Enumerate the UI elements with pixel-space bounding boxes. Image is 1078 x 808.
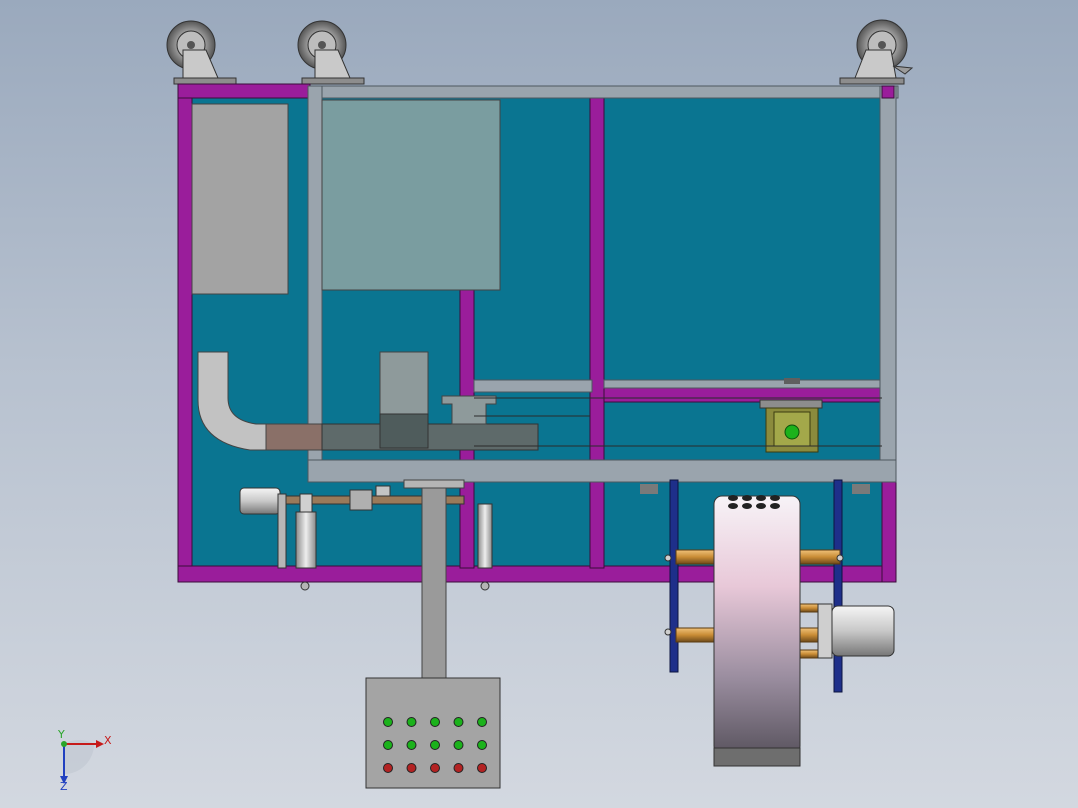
control-panel bbox=[365, 677, 501, 789]
axis-x-label: X bbox=[104, 734, 112, 747]
inner-frame bbox=[307, 85, 899, 483]
filter-housing bbox=[321, 99, 501, 291]
indicator-lamp bbox=[430, 717, 440, 727]
blower-wheel bbox=[713, 495, 801, 755]
indicator-lamp bbox=[430, 763, 440, 773]
blower-assembly bbox=[640, 479, 895, 767]
indicator-lamp bbox=[453, 740, 464, 750]
indicator-lamp bbox=[406, 763, 417, 773]
caster-wheel-middle bbox=[297, 20, 365, 85]
indicator-lamp bbox=[453, 763, 464, 773]
coordinate-axis-triad-icon: X Y Z bbox=[57, 728, 112, 793]
blower-motor bbox=[831, 605, 895, 657]
gear-motor-bracket bbox=[759, 378, 823, 453]
control-panel-pole bbox=[421, 485, 447, 681]
indicator-lamp bbox=[453, 717, 464, 727]
shaft-assembly bbox=[239, 485, 493, 591]
caster-wheel-right bbox=[839, 19, 914, 85]
indicator-lamp bbox=[406, 740, 417, 750]
axis-z-label: Z bbox=[60, 780, 68, 793]
caster-wheel-left bbox=[166, 20, 237, 85]
indicator-lamp bbox=[383, 763, 393, 773]
axis-y-label: Y bbox=[57, 728, 65, 741]
electrical-cabinet bbox=[191, 103, 289, 295]
indicator-lamp bbox=[477, 763, 487, 773]
indicator-lamp-grid bbox=[383, 717, 487, 773]
indicator-lamp bbox=[477, 717, 487, 727]
indicator-lamp bbox=[406, 717, 417, 727]
indicator-lamp bbox=[430, 740, 440, 750]
indicator-lamp bbox=[383, 740, 393, 750]
duct-coupling bbox=[265, 423, 325, 451]
indicator-lamp bbox=[477, 740, 487, 750]
indicator-lamp bbox=[383, 717, 393, 727]
